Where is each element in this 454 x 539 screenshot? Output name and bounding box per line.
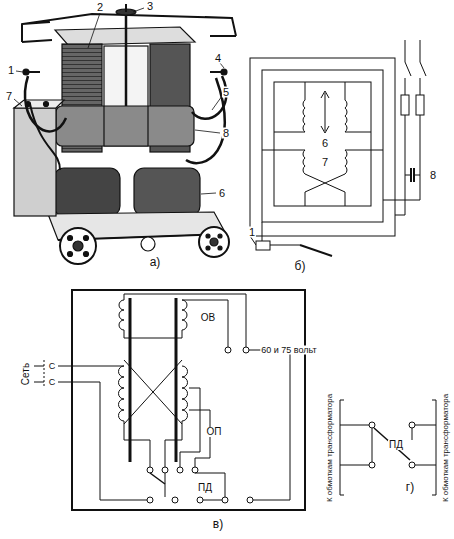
- winding-label: ОП: [206, 427, 223, 437]
- voltage-label: 60 и 75 вольт: [260, 346, 317, 355]
- circuit-diagram: [34, 290, 305, 510]
- callout-number: 1: [7, 65, 15, 76]
- callout-number: 8: [429, 170, 437, 181]
- figure-label: в): [212, 518, 224, 530]
- wiring-schematic: [250, 40, 426, 256]
- callout-number: 7: [321, 157, 329, 168]
- mains-label: Сеть: [21, 362, 31, 386]
- callout-number: 2: [96, 2, 104, 13]
- callout-number: 3: [146, 1, 154, 12]
- callout-number: 8: [222, 128, 230, 139]
- terminal-label: С: [48, 378, 57, 387]
- callout-number: 6: [321, 138, 329, 149]
- figure-label: б): [294, 260, 307, 272]
- switch-diagram: [340, 400, 436, 495]
- callout-number: 5: [222, 87, 230, 98]
- welding-transformer-illustration: [14, 4, 236, 264]
- switch-label: ПД: [197, 483, 213, 493]
- leader-lines: [14, 8, 224, 194]
- terminal-label: С: [48, 362, 57, 371]
- winding-label: ОВ: [200, 313, 216, 323]
- figure-label: а): [149, 256, 162, 268]
- switch-label: ПД: [388, 440, 404, 450]
- callout-number: 6: [218, 188, 226, 199]
- callout-number: 7: [5, 91, 13, 102]
- terminal-note: К обмоткам трансформатора: [442, 393, 450, 503]
- terminal-note: К обмоткам трансформатора: [326, 393, 334, 503]
- figure-label: г): [405, 481, 415, 493]
- callout-number: 1: [248, 227, 256, 238]
- callout-number: 4: [214, 53, 222, 64]
